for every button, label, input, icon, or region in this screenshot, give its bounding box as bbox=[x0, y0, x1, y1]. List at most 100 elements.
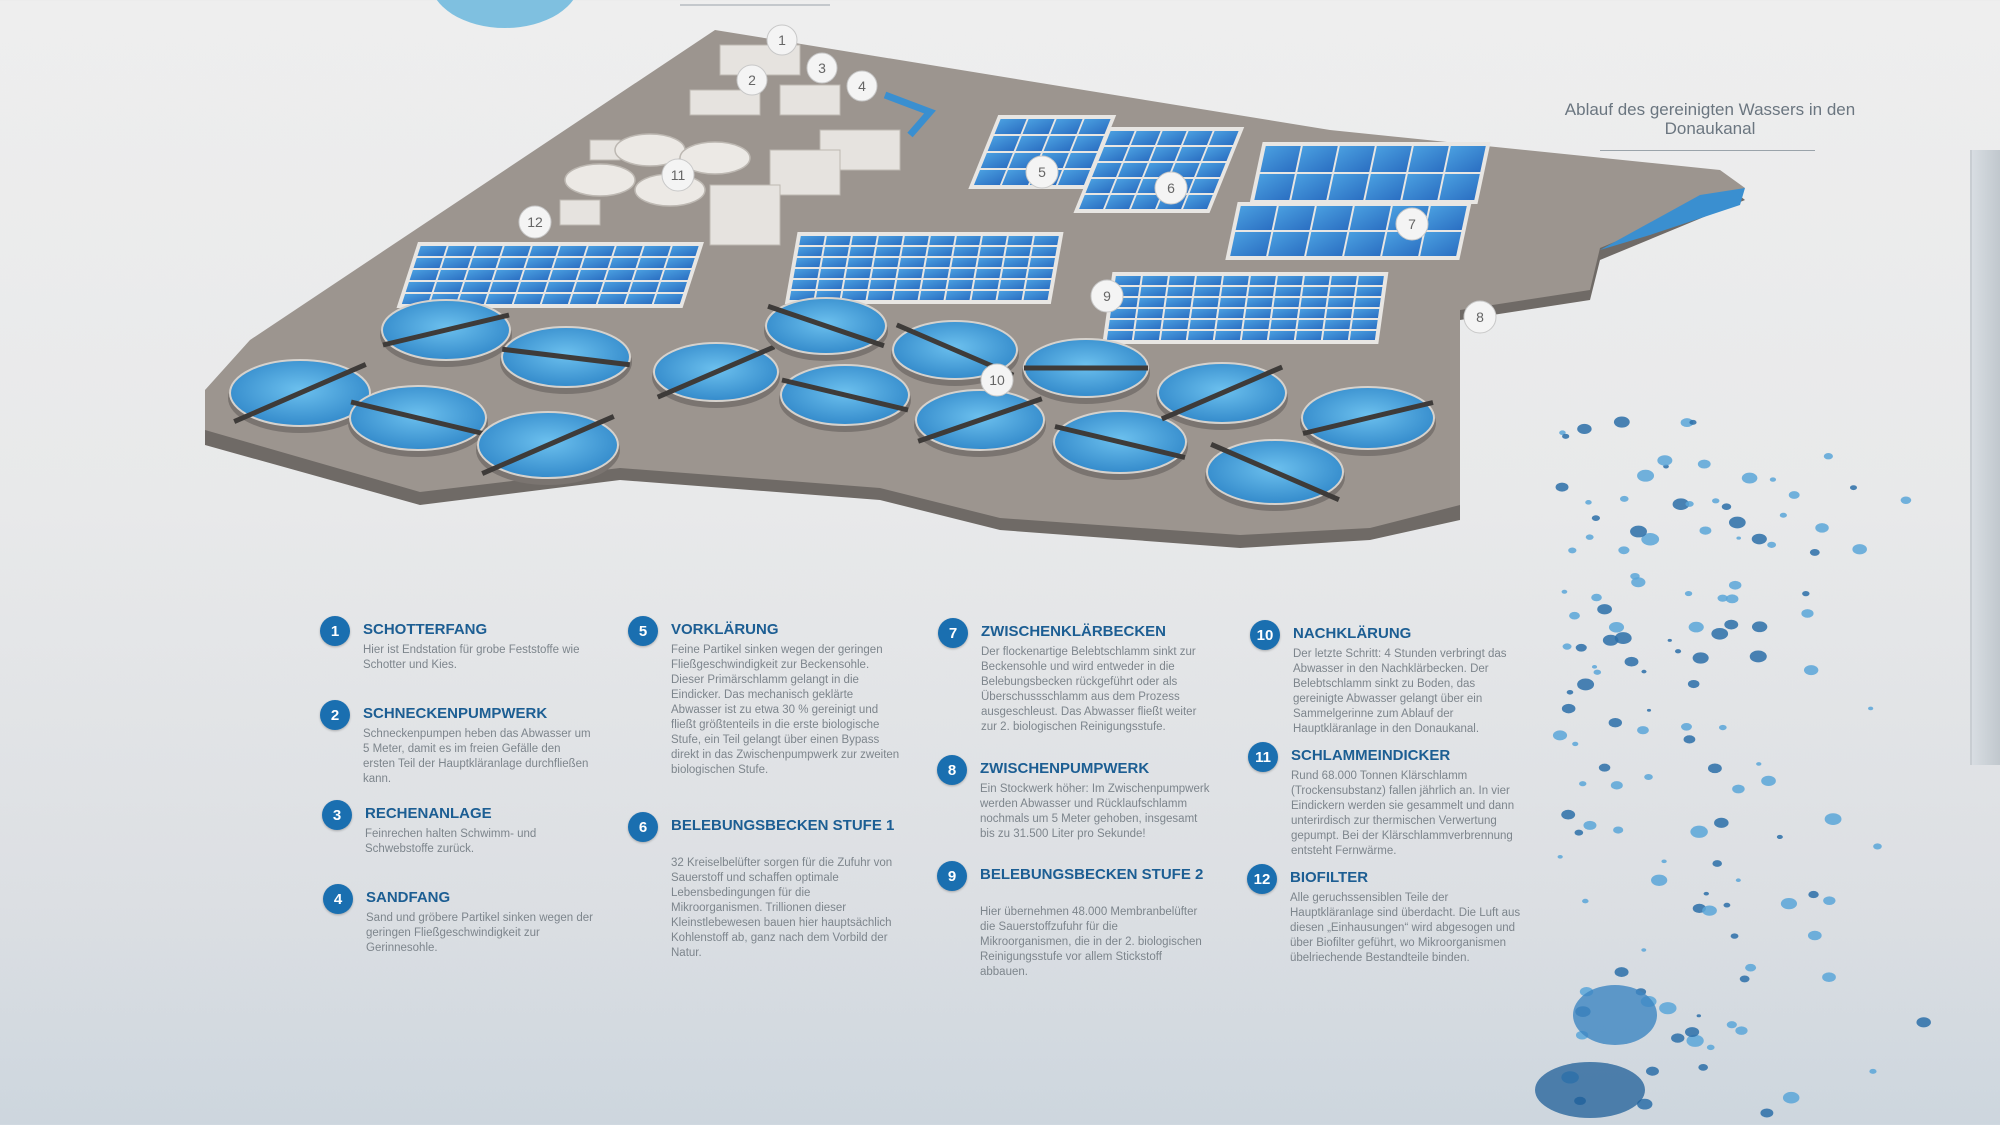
tank-cell bbox=[817, 280, 844, 289]
tank-cell bbox=[465, 270, 495, 280]
top-circle-decoration bbox=[436, 0, 574, 28]
tank-cell bbox=[601, 282, 631, 292]
droplet bbox=[1641, 669, 1647, 674]
droplet bbox=[1608, 621, 1625, 633]
tank-cell bbox=[1291, 174, 1332, 200]
tank-cell bbox=[877, 236, 903, 245]
legend-text: Feine Partikel sinken wegen der geringen… bbox=[671, 644, 900, 776]
legend-text: Schneckenpumpen heben das Abwasser um 5 … bbox=[363, 728, 591, 785]
droplet bbox=[1801, 609, 1814, 618]
tank-cell bbox=[869, 280, 896, 289]
tank-cell bbox=[903, 236, 929, 245]
clarifier-bridge bbox=[1210, 441, 1340, 503]
droplet bbox=[1561, 703, 1576, 714]
tank-cell bbox=[1131, 195, 1161, 209]
tank-cell bbox=[513, 294, 544, 304]
marker-1: 1 bbox=[766, 24, 798, 56]
tank-cell bbox=[433, 282, 463, 292]
number-badge: 9 bbox=[937, 861, 967, 891]
legend-text: Ein Stockwerk höher: Im Zwischenpumpwerk… bbox=[980, 783, 1210, 840]
droplet bbox=[1641, 948, 1647, 952]
tank-cell bbox=[1071, 136, 1104, 151]
tank-cell bbox=[641, 246, 671, 256]
tank-cell bbox=[979, 247, 1005, 256]
svg-text:12: 12 bbox=[527, 214, 543, 230]
droplet bbox=[1721, 503, 1732, 511]
droplet bbox=[1735, 1026, 1748, 1035]
droplet bbox=[1726, 1021, 1737, 1029]
tank-cell bbox=[1196, 163, 1226, 177]
tank-cell bbox=[625, 294, 656, 304]
number-badge: 7 bbox=[938, 618, 968, 648]
tank-cell bbox=[1241, 331, 1269, 340]
tank-cell bbox=[473, 246, 503, 256]
clarifier-bridge bbox=[501, 346, 631, 368]
tank-groups bbox=[396, 115, 1491, 344]
tank-cell bbox=[1276, 276, 1303, 285]
tank-cell bbox=[1156, 131, 1187, 145]
outlet-label-rule bbox=[1600, 150, 1815, 151]
clarifier bbox=[380, 299, 512, 367]
tank-cell bbox=[1092, 163, 1122, 177]
tank-cell bbox=[1248, 287, 1275, 296]
droplet bbox=[1674, 649, 1682, 654]
tank-cell bbox=[1104, 131, 1135, 145]
outlet-label: Ablauf des gereinigten Wassers in den Do… bbox=[1564, 100, 1856, 138]
tank-cell bbox=[573, 282, 603, 292]
droplet bbox=[1613, 826, 1624, 834]
clarifier bbox=[500, 326, 632, 394]
droplet bbox=[1659, 1002, 1677, 1015]
tank-cell bbox=[1328, 174, 1369, 200]
tank-group bbox=[1249, 142, 1491, 204]
droplet bbox=[1577, 423, 1592, 434]
droplet bbox=[1569, 611, 1580, 620]
tank-cell bbox=[1222, 276, 1249, 285]
tank-cell bbox=[925, 258, 951, 267]
tank-cell bbox=[1334, 146, 1375, 172]
tank-cell bbox=[1217, 309, 1245, 318]
droplet bbox=[1703, 891, 1709, 896]
tank-cell bbox=[1106, 331, 1134, 340]
clarifier bbox=[914, 389, 1046, 457]
droplet bbox=[1568, 547, 1577, 554]
droplet bbox=[1591, 665, 1598, 669]
tank-cell bbox=[417, 246, 447, 256]
droplet bbox=[1591, 515, 1600, 522]
tank-cell bbox=[1260, 146, 1301, 172]
droplet bbox=[1562, 643, 1572, 650]
legend-title: NACHKLÄRUNG bbox=[1293, 625, 1412, 642]
legend-text: 32 Kreiselbelüfter sorgen für die Zufuhr… bbox=[671, 857, 893, 959]
droplet bbox=[1815, 523, 1829, 533]
thickeners bbox=[564, 133, 751, 207]
tank-cell bbox=[469, 258, 499, 268]
tank-cell bbox=[823, 247, 849, 256]
droplet bbox=[1807, 930, 1822, 941]
droplet bbox=[1684, 590, 1693, 597]
tank-cell bbox=[597, 294, 628, 304]
tank-cell bbox=[1130, 131, 1161, 145]
droplet bbox=[1671, 1033, 1685, 1043]
tank-cell bbox=[1079, 195, 1109, 209]
droplet bbox=[1574, 829, 1584, 836]
tank-cell bbox=[1031, 247, 1057, 256]
droplet bbox=[1808, 890, 1819, 899]
tank-cell bbox=[1208, 131, 1239, 145]
tank-cell bbox=[841, 291, 868, 300]
tank-cell bbox=[1182, 131, 1213, 145]
legend-text: Der letzte Schritt: 4 Stunden verbringt … bbox=[1293, 648, 1507, 735]
tank-cell bbox=[1135, 320, 1162, 329]
droplet bbox=[1598, 763, 1611, 772]
clarifier-bridge bbox=[233, 362, 367, 424]
tank-cell bbox=[1420, 232, 1462, 256]
droplet bbox=[1732, 784, 1745, 794]
legend-text: Alle geruchssensiblen Teile der Hauptklä… bbox=[1290, 892, 1521, 964]
svg-text:4: 4 bbox=[858, 78, 866, 94]
tank-cell bbox=[945, 291, 972, 300]
droplet bbox=[1618, 546, 1630, 555]
tank-cell bbox=[1425, 206, 1467, 230]
tank-cell bbox=[525, 258, 555, 268]
droplet bbox=[1657, 455, 1673, 466]
droplet bbox=[1631, 577, 1646, 588]
tank-cell bbox=[1133, 331, 1161, 340]
tank-cell bbox=[1268, 232, 1310, 256]
